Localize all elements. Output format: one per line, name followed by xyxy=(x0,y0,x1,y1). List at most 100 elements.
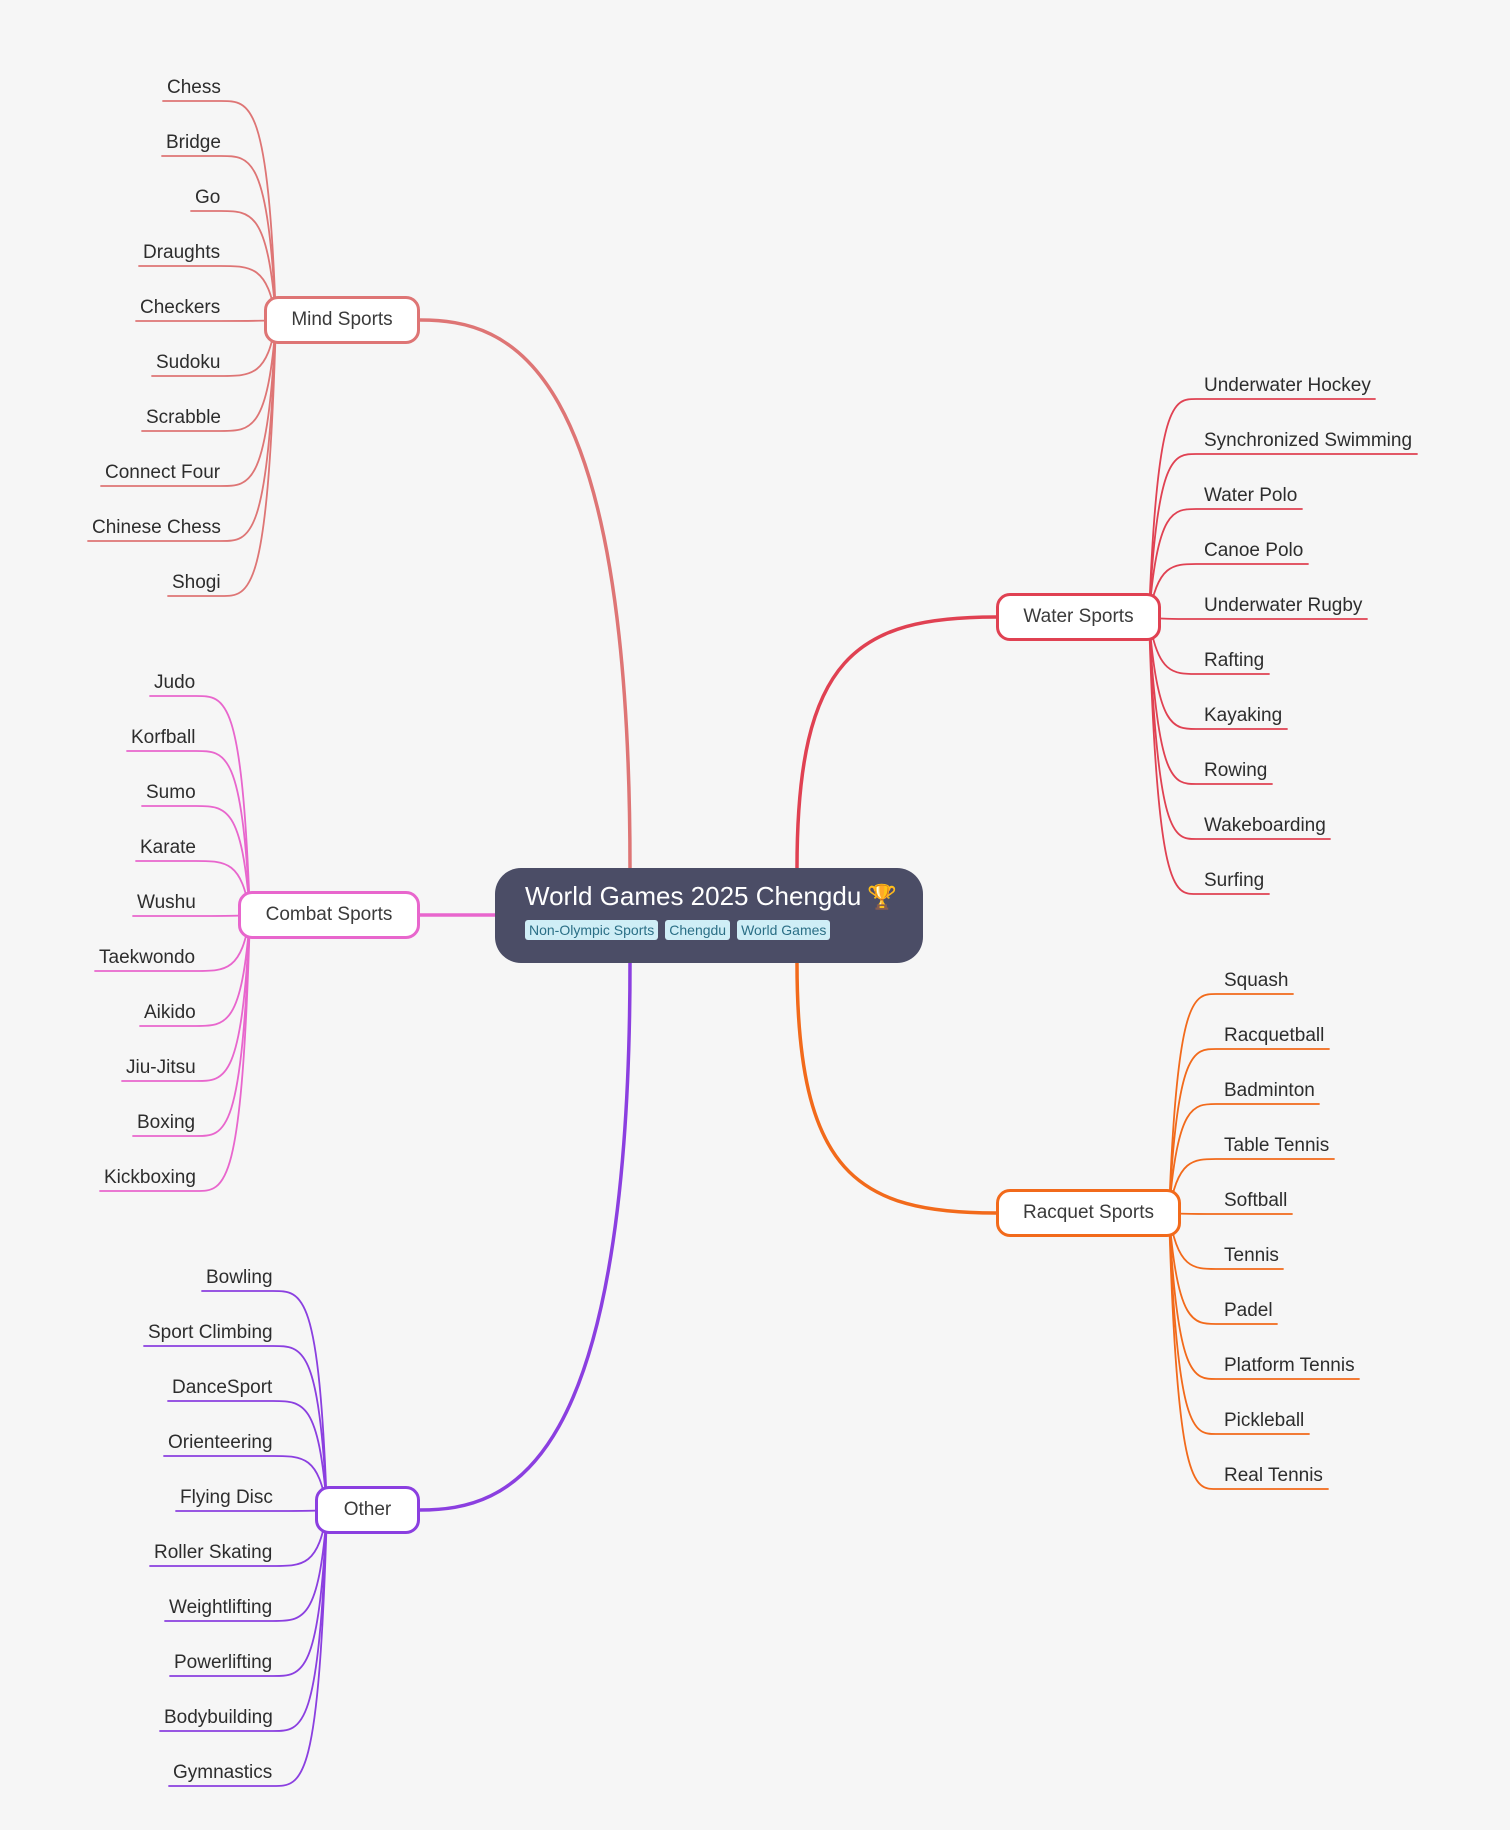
leaf-link-kickboxing xyxy=(99,914,251,1192)
leaf-link-kayaking xyxy=(1148,616,1288,730)
leaf-go[interactable]: Go xyxy=(195,187,221,208)
leaf-link-water-polo xyxy=(1148,508,1303,618)
leaf-link-racquetball xyxy=(1168,1048,1330,1214)
leaf-bridge[interactable]: Bridge xyxy=(166,132,221,153)
leaf-link-flying-disc xyxy=(175,1509,328,1512)
leaf-scrabble[interactable]: Scrabble xyxy=(146,407,221,428)
leaf-platform-tennis[interactable]: Platform Tennis xyxy=(1224,1355,1355,1376)
leaf-link-chinese-chess xyxy=(87,319,277,542)
leaf-sport-climbing[interactable]: Sport Climbing xyxy=(148,1322,273,1343)
leaf-flying-disc[interactable]: Flying Disc xyxy=(180,1487,273,1508)
connector-racquet xyxy=(795,961,998,1215)
leaf-rafting[interactable]: Rafting xyxy=(1204,650,1265,671)
leaf-synchronized-swimming[interactable]: Synchronized Swimming xyxy=(1204,430,1413,451)
leaf-link-aikido xyxy=(139,914,251,1027)
leaf-underwater-hockey[interactable]: Underwater Hockey xyxy=(1204,375,1371,396)
leaf-link-sport-climbing xyxy=(143,1345,328,1511)
leaf-real-tennis[interactable]: Real Tennis xyxy=(1224,1465,1323,1486)
leaf-kayaking[interactable]: Kayaking xyxy=(1204,705,1283,726)
tag-chengdu[interactable]: Chengdu xyxy=(665,920,731,940)
leaf-link-platform-tennis xyxy=(1168,1212,1360,1380)
leaf-racquetball[interactable]: Racquetball xyxy=(1224,1025,1325,1046)
leaf-link-synchronized-swimming xyxy=(1148,453,1418,618)
connector-water xyxy=(795,615,998,870)
leaf-wakeboarding[interactable]: Wakeboarding xyxy=(1204,815,1326,836)
leaf-link-gymnastics xyxy=(168,1509,328,1787)
leaf-table-tennis[interactable]: Table Tennis xyxy=(1224,1135,1330,1156)
leaf-link-wakeboarding xyxy=(1148,616,1331,840)
leaf-link-wushu xyxy=(132,914,251,917)
leaf-link-squash xyxy=(1168,993,1294,1214)
leaf-roller-skating[interactable]: Roller Skating xyxy=(154,1542,273,1563)
leaf-powerlifting[interactable]: Powerlifting xyxy=(174,1652,273,1673)
tag-non-olympic-sports[interactable]: Non-Olympic Sports xyxy=(525,920,659,940)
root-tags: Non-Olympic Sports Chengdu World Games xyxy=(525,920,893,940)
branch-water[interactable]: Water Sports xyxy=(996,593,1161,641)
leaf-rowing[interactable]: Rowing xyxy=(1204,760,1268,781)
leaf-karate[interactable]: Karate xyxy=(140,837,196,858)
leaf-kickboxing[interactable]: Kickboxing xyxy=(104,1167,196,1188)
leaf-link-korfball xyxy=(126,750,251,916)
leaf-link-padel xyxy=(1168,1212,1278,1325)
tag-world-games[interactable]: World Games xyxy=(737,920,831,940)
branch-mind[interactable]: Mind Sports xyxy=(264,296,420,344)
leaf-chess[interactable]: Chess xyxy=(167,77,221,98)
leaf-wushu[interactable]: Wushu xyxy=(137,892,196,913)
leaf-link-softball xyxy=(1168,1212,1293,1215)
leaf-orienteering[interactable]: Orienteering xyxy=(168,1432,273,1453)
leaf-softball[interactable]: Softball xyxy=(1224,1190,1288,1211)
leaf-link-chess xyxy=(162,100,277,321)
leaf-pickleball[interactable]: Pickleball xyxy=(1224,1410,1305,1431)
branch-combat[interactable]: Combat Sports xyxy=(238,891,420,939)
leaf-link-checkers xyxy=(135,319,277,322)
branch-racquet[interactable]: Racquet Sports xyxy=(996,1189,1181,1237)
leaf-link-bowling xyxy=(201,1290,328,1511)
leaf-tennis[interactable]: Tennis xyxy=(1224,1245,1279,1266)
leaf-link-shogi xyxy=(167,319,277,597)
leaf-taekwondo[interactable]: Taekwondo xyxy=(99,947,196,968)
leaf-badminton[interactable]: Badminton xyxy=(1224,1080,1315,1101)
leaf-link-judo xyxy=(149,695,251,916)
leaf-sudoku[interactable]: Sudoku xyxy=(156,352,221,373)
leaf-shogi[interactable]: Shogi xyxy=(172,572,221,593)
leaf-boxing[interactable]: Boxing xyxy=(137,1112,196,1133)
leaf-draughts[interactable]: Draughts xyxy=(143,242,221,263)
leaf-link-scrabble xyxy=(141,319,277,432)
leaf-judo[interactable]: Judo xyxy=(154,672,196,693)
leaf-surfing[interactable]: Surfing xyxy=(1204,870,1265,891)
leaf-water-polo[interactable]: Water Polo xyxy=(1204,485,1298,506)
branch-other[interactable]: Other xyxy=(315,1486,420,1534)
leaf-bodybuilding[interactable]: Bodybuilding xyxy=(164,1707,273,1728)
leaf-bowling[interactable]: Bowling xyxy=(206,1267,273,1288)
leaf-canoe-polo[interactable]: Canoe Polo xyxy=(1204,540,1304,561)
leaf-padel[interactable]: Padel xyxy=(1224,1300,1273,1321)
leaf-gymnastics[interactable]: Gymnastics xyxy=(173,1762,273,1783)
leaf-link-badminton xyxy=(1168,1103,1320,1214)
connector-other xyxy=(418,961,632,1512)
leaf-weightlifting[interactable]: Weightlifting xyxy=(169,1597,273,1618)
leaf-link-surfing xyxy=(1148,616,1270,895)
leaf-link-weightlifting xyxy=(164,1509,328,1622)
leaf-link-pickleball xyxy=(1168,1212,1310,1435)
leaf-link-go xyxy=(190,210,277,321)
leaf-link-sumo xyxy=(141,805,251,916)
leaf-aikido[interactable]: Aikido xyxy=(144,1002,196,1023)
leaf-connect-four[interactable]: Connect Four xyxy=(105,462,221,483)
leaf-link-real-tennis xyxy=(1168,1212,1329,1490)
trophy-icon: 🏆 xyxy=(867,884,898,911)
leaf-checkers[interactable]: Checkers xyxy=(140,297,221,318)
leaf-chinese-chess[interactable]: Chinese Chess xyxy=(92,517,221,538)
leaf-squash[interactable]: Squash xyxy=(1224,970,1289,991)
leaf-dancesport[interactable]: DanceSport xyxy=(172,1377,273,1398)
leaf-link-bridge xyxy=(161,155,277,321)
leaf-underwater-rugby[interactable]: Underwater Rugby xyxy=(1204,595,1363,616)
leaf-link-rowing xyxy=(1148,616,1273,785)
root-node[interactable]: World Games 2025 Chengdu🏆 Non-Olympic Sp… xyxy=(495,868,923,963)
leaf-korfball[interactable]: Korfball xyxy=(131,727,196,748)
leaf-link-jiu-jitsu xyxy=(121,914,251,1082)
leaf-sumo[interactable]: Sumo xyxy=(146,782,196,803)
leaf-jiu-jitsu[interactable]: Jiu-Jitsu xyxy=(126,1057,196,1078)
leaf-link-underwater-hockey xyxy=(1148,398,1376,618)
